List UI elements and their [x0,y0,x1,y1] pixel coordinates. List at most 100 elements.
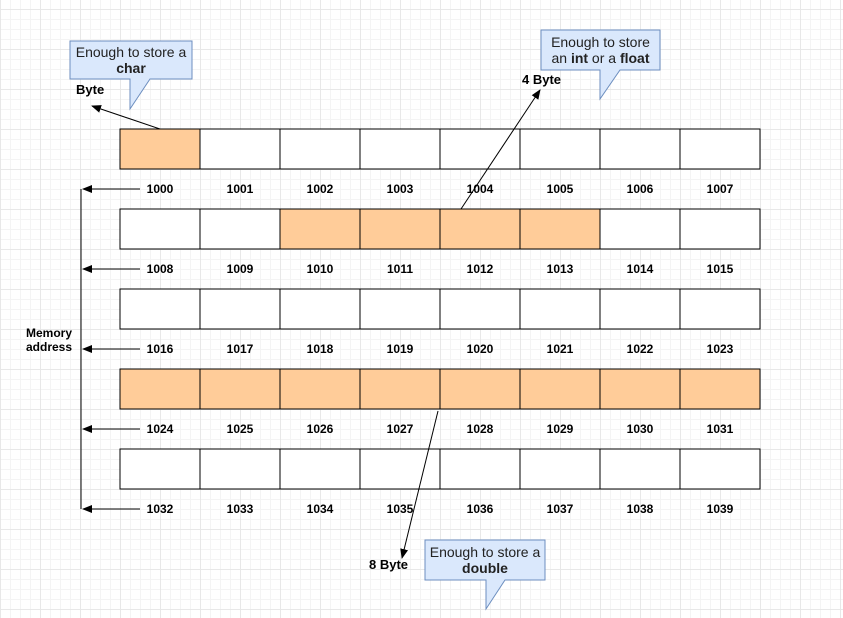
address-label-1015: 1015 [706,262,734,276]
address-label-1028: 1028 [466,422,494,436]
memory-cell-1027 [359,368,441,410]
callout-char-bold: char [116,60,146,76]
memory-cell-1017 [199,288,281,330]
address-label-1000: 1000 [146,182,174,196]
address-arrows [80,185,140,513]
memory-cell-1019 [359,288,441,330]
callout-char-text: Enough to store a [75,44,187,60]
callout-int-float-line2: an int or a float [541,50,660,66]
memory-cell-1004 [439,128,521,170]
byte-label: Byte [76,82,105,97]
address-label-1013: 1013 [546,262,574,276]
callout-char: Enough to store a char [70,41,192,79]
address-label-1033: 1033 [226,502,254,516]
address-label-1006: 1006 [626,182,654,196]
four-byte-pointer-arrow [460,89,541,210]
address-label-1022: 1022 [626,342,654,356]
memory-cell-1037 [519,448,601,490]
address-label-1010: 1010 [306,262,334,276]
address-label-1011: 1011 [386,262,414,276]
callout-or-text: or a [588,50,620,66]
memory-cell-1009 [199,208,281,250]
address-label-1035: 1035 [386,502,414,516]
memory-cell-1014 [599,208,681,250]
address-label-1024: 1024 [146,422,174,436]
address-label-1031: 1031 [706,422,734,436]
memory-address-label: Memory address [22,326,76,354]
address-label-1016: 1016 [146,342,174,356]
address-label-1027: 1027 [386,422,414,436]
callout-double-shape [424,539,546,611]
memory-cell-1001 [199,128,281,170]
address-label-1007: 1007 [706,182,734,196]
memory-cell-1012 [439,208,521,250]
address-label-1029: 1029 [546,422,574,436]
memory-cell-1021 [519,288,601,330]
address-label-1005: 1005 [546,182,574,196]
memory-cell-1023 [679,288,761,330]
memory-cells [119,128,761,490]
memory-cell-1015 [679,208,761,250]
address-label-1037: 1037 [546,502,574,516]
eight-byte-pointer-arrow [400,410,439,559]
callout-int-float-shape [540,29,661,101]
memory-cell-1016 [119,288,201,330]
address-label-1039: 1039 [706,502,734,516]
address-label-1021: 1021 [546,342,574,356]
address-label-1038: 1038 [626,502,654,516]
memory-cell-1038 [599,448,681,490]
address-label-1036: 1036 [466,502,494,516]
callout-int-float: Enough to store an int or a float [541,30,660,70]
callout-int-bold: int [570,50,589,66]
memory-cell-1020 [439,288,521,330]
address-label-1026: 1026 [306,422,334,436]
memory-cell-1008 [119,208,201,250]
memory-cell-1030 [599,368,681,410]
address-label-1012: 1012 [466,262,494,276]
memory-cell-1010 [279,208,361,250]
memory-cell-1018 [279,288,361,330]
memory-cell-1034 [279,448,361,490]
pointer-arrows [91,89,541,559]
memory-cell-1033 [199,448,281,490]
address-label-1020: 1020 [466,342,494,356]
memory-cell-1026 [279,368,361,410]
address-label-1003: 1003 [386,182,414,196]
address-label-1009: 1009 [226,262,254,276]
callout-double-bold: double [462,560,508,576]
memory-cell-1022 [599,288,681,330]
address-label-1001: 1001 [226,182,254,196]
callout-an-text: an [551,50,571,66]
callout-char-shape [69,40,193,111]
callout-double-text: Enough to store a [429,544,541,560]
memory-cell-1003 [359,128,441,170]
address-label-1018: 1018 [306,342,334,356]
memory-cell-1028 [439,368,521,410]
four-byte-label: 4 Byte [522,72,562,87]
address-label-1008: 1008 [146,262,174,276]
address-label-1014: 1014 [626,262,654,276]
callout-int-float-line1: Enough to store [551,34,650,50]
memory-cell-1024 [119,368,201,410]
address-label-1030: 1030 [626,422,654,436]
byte-pointer-arrow [91,105,161,130]
memory-cell-1006 [599,128,681,170]
callout-shapes [69,29,661,611]
address-label-1017: 1017 [226,342,254,356]
memory-address-label-line1: Memory [25,326,72,340]
eight-byte-label: 8 Byte [369,557,409,572]
callout-double: Enough to store a double [425,540,545,580]
memory-cell-1032 [119,448,201,490]
memory-cell-1002 [279,128,361,170]
memory-cell-1036 [439,448,521,490]
memory-cell-1029 [519,368,601,410]
memory-cell-1007 [679,128,761,170]
memory-cell-1031 [679,368,761,410]
memory-cell-1005 [519,128,601,170]
callout-float-bold: float [619,50,650,66]
address-label-1004: 1004 [466,182,494,196]
address-label-1019: 1019 [386,342,414,356]
memory-cell-1011 [359,208,441,250]
address-label-1025: 1025 [226,422,254,436]
